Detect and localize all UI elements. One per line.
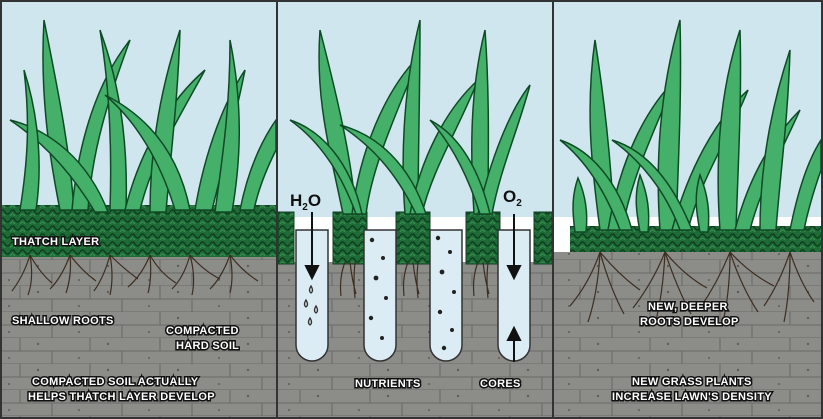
- cores-label: CORES: [480, 378, 521, 390]
- aeration-hole: [364, 230, 396, 361]
- caption-before-line1: COMPACTED SOIL ACTUALLY: [32, 376, 199, 388]
- water-formula-main: H: [290, 191, 302, 210]
- panel-before: THATCH LAYER SHALLOW ROOTS COMPACTED HAR…: [2, 2, 276, 417]
- nutrients-label: NUTRIENTS: [355, 378, 421, 390]
- compacted-soil-label-line2: HARD SOIL: [176, 340, 239, 352]
- aeration-hole: [430, 230, 462, 361]
- deeper-roots-label-line1: NEW, DEEPER: [648, 301, 728, 313]
- oxygen-formula-main: O: [503, 187, 516, 206]
- shallow-roots-label: SHALLOW ROOTS: [12, 315, 114, 327]
- deeper-roots-label-line2: ROOTS DEVELOP: [640, 316, 739, 328]
- caption-after-line1: NEW GRASS PLANTS: [632, 376, 752, 388]
- oxygen-formula-sub: 2: [516, 198, 522, 209]
- caption-after-line2: INCREASE LAWN'S DENSITY: [612, 391, 772, 403]
- thatch-layer-label: THATCH LAYER: [12, 236, 99, 248]
- panel-aeration: H2O O2 NUTRIENTS CORES: [278, 2, 552, 417]
- water-formula-tail: O: [308, 191, 321, 210]
- compacted-soil-label-line1: COMPACTED: [166, 325, 239, 337]
- panel-after: NEW, DEEPER ROOTS DEVELOP NEW GRASS PLAN…: [554, 2, 821, 417]
- thatch-layer: [2, 205, 276, 257]
- caption-before-line2: HELPS THATCH LAYER DEVELOP: [28, 391, 215, 403]
